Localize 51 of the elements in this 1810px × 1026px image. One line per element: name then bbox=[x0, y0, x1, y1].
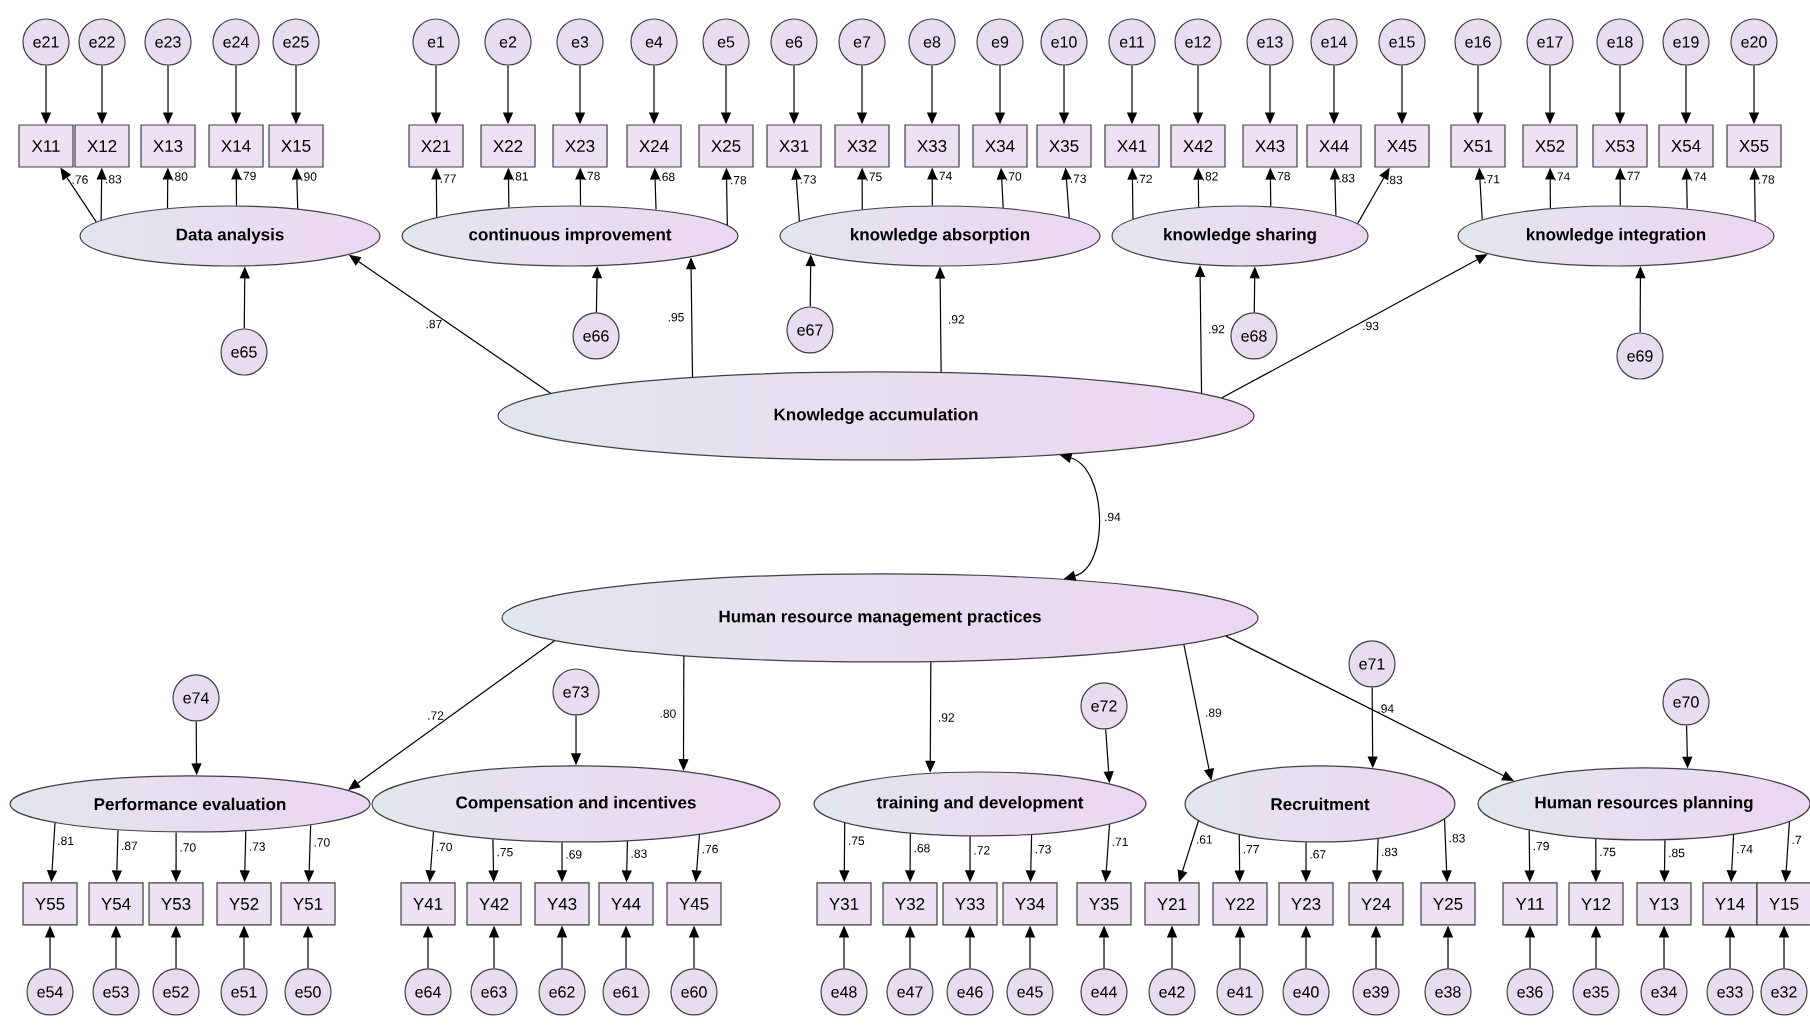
indicator-box: X45 bbox=[1374, 124, 1430, 168]
indicator-box: Y32 bbox=[882, 882, 938, 926]
indicator-box: Y53 bbox=[148, 882, 204, 926]
indicator-box: Y43 bbox=[534, 882, 590, 926]
indicator-box: Y11 bbox=[1502, 882, 1558, 926]
indicator-box: X51 bbox=[1450, 124, 1506, 168]
arrow bbox=[1221, 254, 1488, 399]
indicator-box: X23 bbox=[552, 124, 608, 168]
indicator-box: Y14 bbox=[1702, 882, 1758, 926]
indicator-box: Y21 bbox=[1144, 882, 1200, 926]
indicator-box: Y45 bbox=[666, 882, 722, 926]
indicator-box: X44 bbox=[1306, 124, 1362, 168]
indicator-box: Y54 bbox=[88, 882, 144, 926]
indicator-box: X14 bbox=[208, 124, 264, 168]
indicator-box: X34 bbox=[972, 124, 1028, 168]
indicator-box: X42 bbox=[1170, 124, 1226, 168]
indicator-box: Y31 bbox=[816, 882, 872, 926]
indicator-box: X35 bbox=[1036, 124, 1092, 168]
indicator-box: X21 bbox=[408, 124, 464, 168]
indicator-box: X55 bbox=[1726, 124, 1782, 168]
indicator-box: Y24 bbox=[1348, 882, 1404, 926]
indicator-box: X15 bbox=[268, 124, 324, 168]
indicator-box: Y41 bbox=[400, 882, 456, 926]
indicator-box: X52 bbox=[1522, 124, 1578, 168]
indicator-box: X11 bbox=[18, 124, 74, 168]
indicator-box: X22 bbox=[480, 124, 536, 168]
indicator-box: Y25 bbox=[1420, 882, 1476, 926]
indicator-box: X33 bbox=[904, 124, 960, 168]
indicator-box: Y51 bbox=[280, 882, 336, 926]
indicator-box: X41 bbox=[1104, 124, 1160, 168]
indicator-box: X12 bbox=[74, 124, 130, 168]
indicator-box: Y23 bbox=[1278, 882, 1334, 926]
indicator-box: X24 bbox=[626, 124, 682, 168]
indicator-box: Y33 bbox=[942, 882, 998, 926]
indicator-box: Y55 bbox=[22, 882, 78, 926]
indicator-box: X31 bbox=[766, 124, 822, 168]
indicator-box: Y13 bbox=[1636, 882, 1692, 926]
indicator-box: X32 bbox=[834, 124, 890, 168]
indicator-box: Y12 bbox=[1568, 882, 1624, 926]
indicator-box: Y35 bbox=[1076, 882, 1132, 926]
indicator-box: X13 bbox=[140, 124, 196, 168]
indicator-box: X25 bbox=[698, 124, 754, 168]
indicator-box: Y52 bbox=[216, 882, 272, 926]
indicator-box: Y44 bbox=[598, 882, 654, 926]
indicator-box: X53 bbox=[1592, 124, 1648, 168]
indicator-box: Y22 bbox=[1212, 882, 1268, 926]
indicator-box: X54 bbox=[1658, 124, 1714, 168]
indicator-box: Y42 bbox=[466, 882, 522, 926]
indicator-box: X43 bbox=[1242, 124, 1298, 168]
indicator-box: Y15 bbox=[1756, 882, 1810, 926]
indicator-box: Y34 bbox=[1002, 882, 1058, 926]
